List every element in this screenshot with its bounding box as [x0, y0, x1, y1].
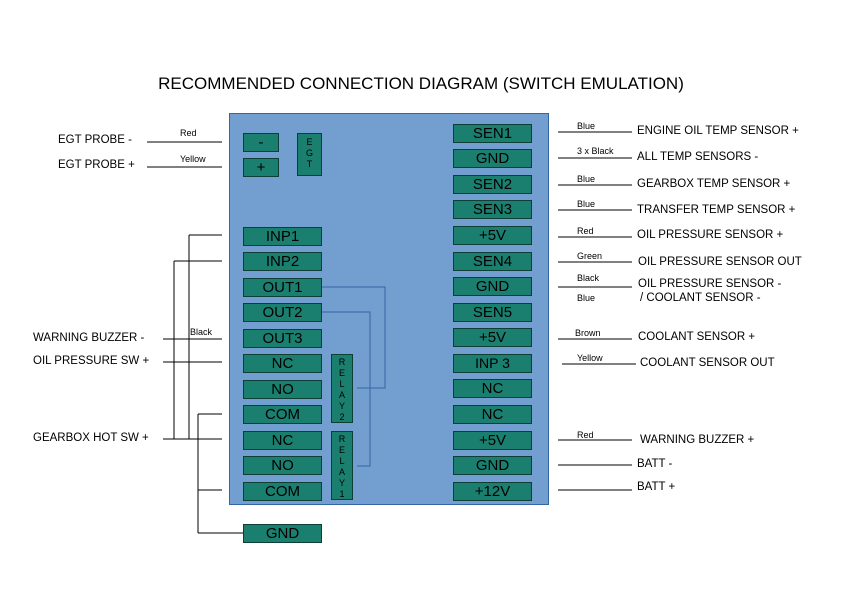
- wire-color-yellow: Yellow: [180, 154, 206, 164]
- pin-out1: OUT1: [243, 278, 322, 297]
- pin-relay1-nc: NC: [243, 431, 322, 450]
- pin-inp1: INP1: [243, 227, 322, 246]
- egt-minus-pin: -: [243, 133, 279, 152]
- egt-letter: E: [306, 137, 313, 147]
- wire-color: Red: [577, 226, 594, 236]
- label-oil-pressure-minus: OIL PRESSURE SENSOR -: [638, 278, 782, 290]
- pin-gnd: GND: [453, 277, 532, 296]
- label-egt-probe-plus: EGT PROBE +: [58, 159, 135, 171]
- label-batt-minus: BATT -: [637, 458, 673, 470]
- pin-sen4: SEN4: [453, 252, 532, 271]
- pin-nc: NC: [453, 379, 532, 398]
- wire-color: Blue: [577, 121, 596, 131]
- diagram-title: RECOMMENDED CONNECTION DIAGRAM (SWITCH E…: [158, 74, 684, 93]
- wire-color-black: Black: [190, 327, 213, 337]
- wire-color: Yellow: [577, 353, 603, 363]
- wire-color: Blue: [577, 293, 596, 303]
- relay2-letter: 2: [339, 412, 345, 422]
- relay2-letter: R: [338, 357, 346, 367]
- label-warning-buzzer-plus: WARNING BUZZER +: [640, 434, 755, 446]
- pin-5v: +5V: [453, 328, 532, 347]
- relay2-letter: E: [338, 368, 345, 378]
- pin-sen2: SEN2: [453, 175, 532, 194]
- label-egt-probe-minus: EGT PROBE -: [58, 134, 132, 146]
- wire-color: Blue: [577, 199, 596, 209]
- relay1-letter: Y: [338, 478, 345, 488]
- wire-color-red: Red: [180, 128, 197, 138]
- egt-label: E G T: [297, 133, 322, 176]
- label-coolant-minus: / COOLANT SENSOR -: [640, 292, 761, 304]
- pin-external-gnd: GND: [243, 524, 322, 543]
- egt-plus-pin: +: [243, 158, 279, 177]
- relay1-letter: 1: [339, 489, 345, 499]
- relay2-letter: L: [339, 379, 345, 389]
- relay1-letter: A: [338, 467, 345, 477]
- label-oil-pressure-sw: OIL PRESSURE SW +: [33, 355, 150, 367]
- egt-letter: G: [305, 148, 313, 158]
- label-all-temp-sensors: ALL TEMP SENSORS -: [637, 151, 759, 163]
- pin-5v: +5V: [453, 226, 532, 245]
- relay1-letter: R: [338, 434, 346, 444]
- label-gearbox-temp: GEARBOX TEMP SENSOR +: [637, 178, 791, 190]
- label-coolant-out: COOLANT SENSOR OUT: [640, 357, 775, 369]
- pin-sen3: SEN3: [453, 200, 532, 219]
- label-oil-pressure-out: OIL PRESSURE SENSOR OUT: [638, 256, 802, 268]
- pin-sen5: SEN5: [453, 303, 532, 322]
- relay1-letter: E: [338, 445, 345, 455]
- pin-relay2-nc: NC: [243, 354, 322, 373]
- wire-color: 3 x Black: [577, 146, 614, 156]
- relay2-label: R E L A Y 2: [331, 354, 353, 423]
- pin-out3: OUT3: [243, 329, 322, 348]
- label-transfer-temp: TRANSFER TEMP SENSOR +: [637, 204, 796, 216]
- egt-letter: T: [306, 159, 313, 169]
- relay2-letter: Y: [338, 401, 345, 411]
- label-oil-pressure-plus: OIL PRESSURE SENSOR +: [637, 229, 784, 241]
- pin-nc: NC: [453, 405, 532, 424]
- pin-out2: OUT2: [243, 303, 322, 322]
- label-engine-oil-temp: ENGINE OIL TEMP SENSOR +: [637, 125, 799, 137]
- wire-color: Blue: [577, 174, 596, 184]
- relay2-letter: A: [338, 390, 345, 400]
- pin-inp3: INP 3: [453, 354, 532, 373]
- pin-relay1-com: COM: [243, 482, 322, 501]
- wire-color: Green: [577, 251, 603, 261]
- relay1-letter: L: [339, 456, 345, 466]
- pin-gnd: GND: [453, 456, 532, 475]
- pin-5v: +5V: [453, 431, 532, 450]
- pin-relay1-no: NO: [243, 456, 322, 475]
- wire-color: Brown: [575, 328, 601, 338]
- pin-sen1: SEN1: [453, 124, 532, 143]
- label-warning-buzzer-minus: WARNING BUZZER -: [33, 332, 145, 344]
- relay1-label: R E L A Y 1: [331, 431, 353, 500]
- pin-inp2: INP2: [243, 252, 322, 271]
- pin-relay2-no: NO: [243, 380, 322, 399]
- pin-gnd: GND: [453, 149, 532, 168]
- label-gearbox-hot-sw: GEARBOX HOT SW +: [33, 432, 149, 444]
- label-batt-plus: BATT +: [637, 481, 676, 493]
- pin-12v: +12V: [453, 482, 532, 501]
- wire-color: Red: [577, 430, 594, 440]
- label-coolant-plus: COOLANT SENSOR +: [638, 331, 756, 343]
- wire-color: Black: [577, 273, 600, 283]
- pin-relay2-com: COM: [243, 405, 322, 424]
